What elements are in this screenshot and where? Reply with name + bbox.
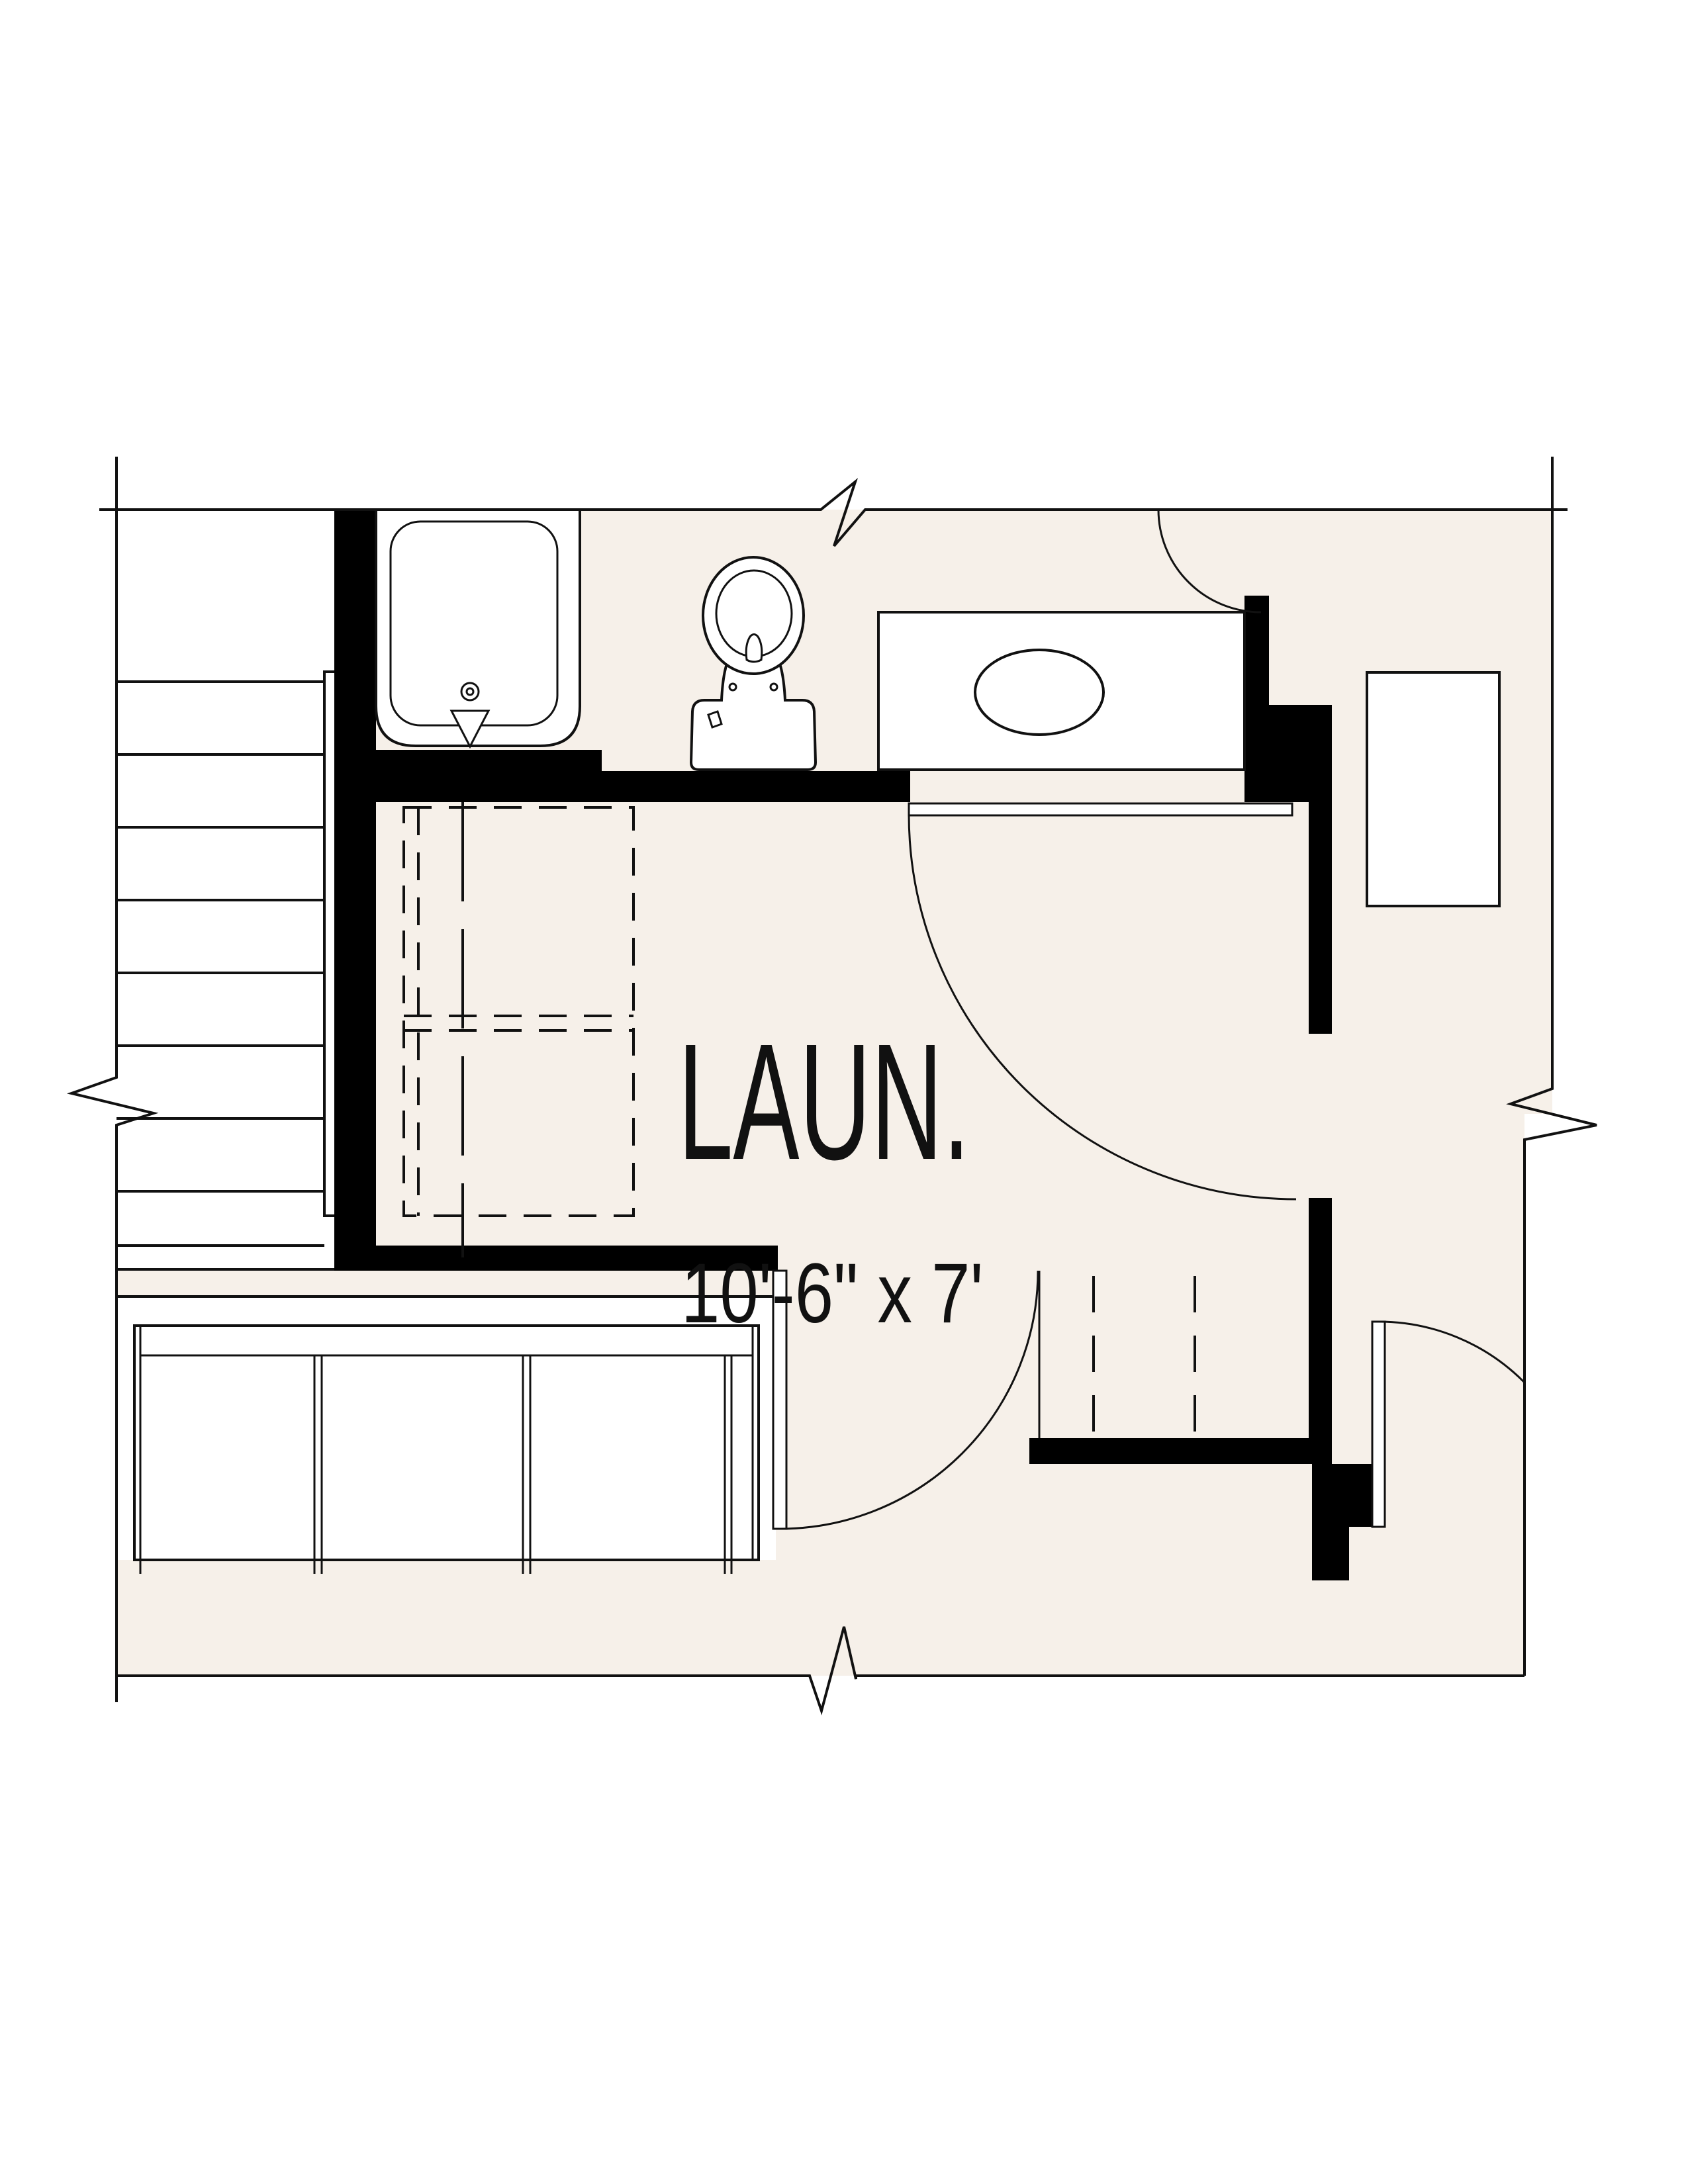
bathtub — [375, 508, 581, 749]
wall-under-tub — [334, 750, 602, 802]
vanity — [877, 611, 1246, 771]
stairs — [117, 670, 334, 1217]
room-label: LAUN. — [678, 1009, 970, 1194]
toilet-tank-and-neck — [689, 656, 818, 771]
door-leaf-horizontal — [908, 802, 1293, 817]
cut-line-bottom-with-break — [117, 1626, 1524, 1715]
appliance-outline — [402, 806, 635, 1217]
stair-handrail — [323, 670, 334, 1217]
toilet — [689, 556, 818, 771]
door-arc-large — [908, 813, 1297, 1201]
toilet-flush-handle — [707, 710, 723, 729]
wall-east-upper — [1309, 802, 1332, 1034]
closet-dashed-lines — [1092, 1276, 1196, 1435]
bathtub-drain-inner — [465, 687, 475, 696]
cut-line-right-with-break — [1506, 457, 1597, 1676]
doors — [772, 509, 1525, 1530]
toilet-seat-hinge-right — [769, 682, 778, 692]
wall-west-vertical — [334, 510, 376, 1271]
wall-bath-south — [576, 771, 910, 802]
walls — [334, 510, 1374, 1580]
stairwell-floor — [117, 510, 334, 1269]
toilet-outlet — [745, 633, 763, 663]
wall-jamb-step-1 — [1312, 1464, 1374, 1527]
door-leaf-bottom-right — [1371, 1320, 1386, 1528]
room-dimensions: 10'-6" x 7' — [681, 1246, 984, 1340]
door-arc-bottom-center — [779, 1270, 1039, 1530]
wall-closet-south — [1029, 1438, 1312, 1464]
washer-dryer-dashed — [402, 802, 635, 1257]
room-labels: LAUN. 10'-6" x 7' — [678, 1009, 984, 1340]
bathtub-drain-triangle — [449, 709, 491, 749]
cut-line-top-with-break — [99, 478, 1568, 547]
wall-stub-right-of-vanity — [1244, 596, 1269, 705]
wall-east-lower — [1309, 1198, 1332, 1464]
vanity-sink-oval — [974, 649, 1105, 736]
door-arc-top-right — [1157, 509, 1262, 614]
toilet-seat-hinge-left — [728, 682, 737, 692]
counter-cabinets — [133, 1324, 760, 1574]
wall-laundry-south — [376, 1246, 778, 1271]
closet-shelf — [1366, 671, 1501, 907]
door-arc-bottom-right — [1378, 1320, 1525, 1383]
wall-jamb-step-2 — [1312, 1527, 1349, 1580]
wall-corner-block-east — [1244, 705, 1332, 802]
counter-outline — [133, 1324, 760, 1561]
